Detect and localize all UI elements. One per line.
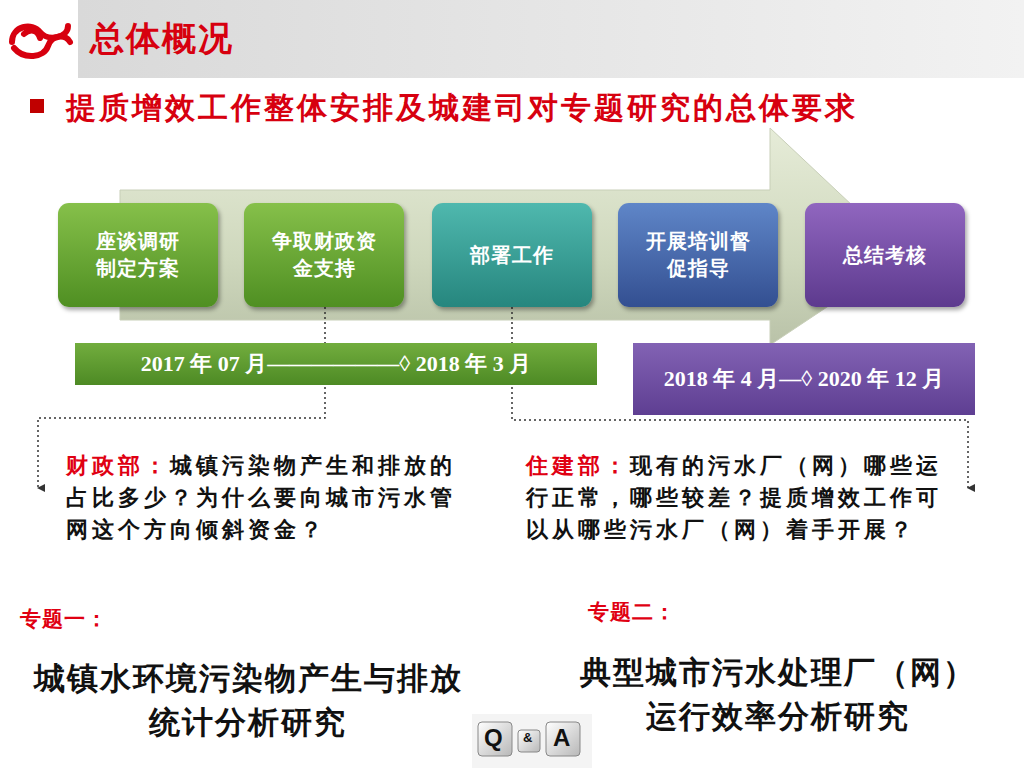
topic-title: 城镇水环境污染物产生与排放统计分析研究	[28, 656, 468, 744]
cube	[478, 722, 512, 756]
qa-letter: Q	[484, 724, 503, 753]
qa-letter: &	[523, 730, 532, 746]
period-band: 2017 年 07 月——————◊ 2018 年 3 月	[75, 343, 597, 385]
node-text: 部署工作	[470, 242, 554, 269]
process-box: 座谈调研 制定方案	[58, 203, 218, 307]
logo	[12, 26, 70, 56]
qa-ground	[472, 714, 592, 768]
process-box: 争取财政资金支持	[244, 203, 404, 307]
cube	[546, 722, 580, 756]
node-text: 开展培训督促指导	[643, 228, 753, 282]
process-box: 部署工作	[432, 203, 592, 307]
cube	[518, 730, 540, 752]
node-text: 总结考核	[843, 242, 927, 269]
topic-tag: 专题二：	[588, 600, 676, 625]
node-text: 争取财政资金支持	[269, 228, 379, 282]
header-band	[78, 0, 1024, 78]
topic-title: 典型城市污水处理厂（网）运行效率分析研究	[578, 650, 978, 738]
qa-cubes	[472, 714, 592, 768]
node-text: 2017 年 07 月——————◊ 2018 年 3 月	[141, 350, 531, 379]
qa-letter: A	[553, 724, 570, 753]
topic-tag: 专题一：	[20, 607, 108, 632]
callout-source: 住建部：	[526, 453, 630, 478]
callout-note: 住建部：现有的污水厂（网）哪些运行正常，哪些较差？提质增效工作可以从哪些污水厂（…	[526, 450, 964, 546]
node-text: 2018 年 4 月—◊ 2020 年 12 月	[664, 365, 944, 394]
node-text: 座谈调研 制定方案	[83, 228, 193, 282]
page-title: 总体概况	[90, 16, 234, 62]
process-box: 开展培训督促指导	[618, 203, 778, 307]
callout-note: 财政部：城镇污染物产生和排放的占比多少？为什么要向城市污水管网这个方向倾斜资金？	[66, 450, 456, 546]
subheading: 提质增效工作整体安排及城建司对专题研究的总体要求	[66, 90, 858, 126]
process-box: 总结考核	[805, 203, 965, 307]
period-band: 2018 年 4 月—◊ 2020 年 12 月	[633, 343, 975, 415]
bullet-square	[30, 99, 44, 113]
callout-source: 财政部：	[66, 453, 170, 478]
